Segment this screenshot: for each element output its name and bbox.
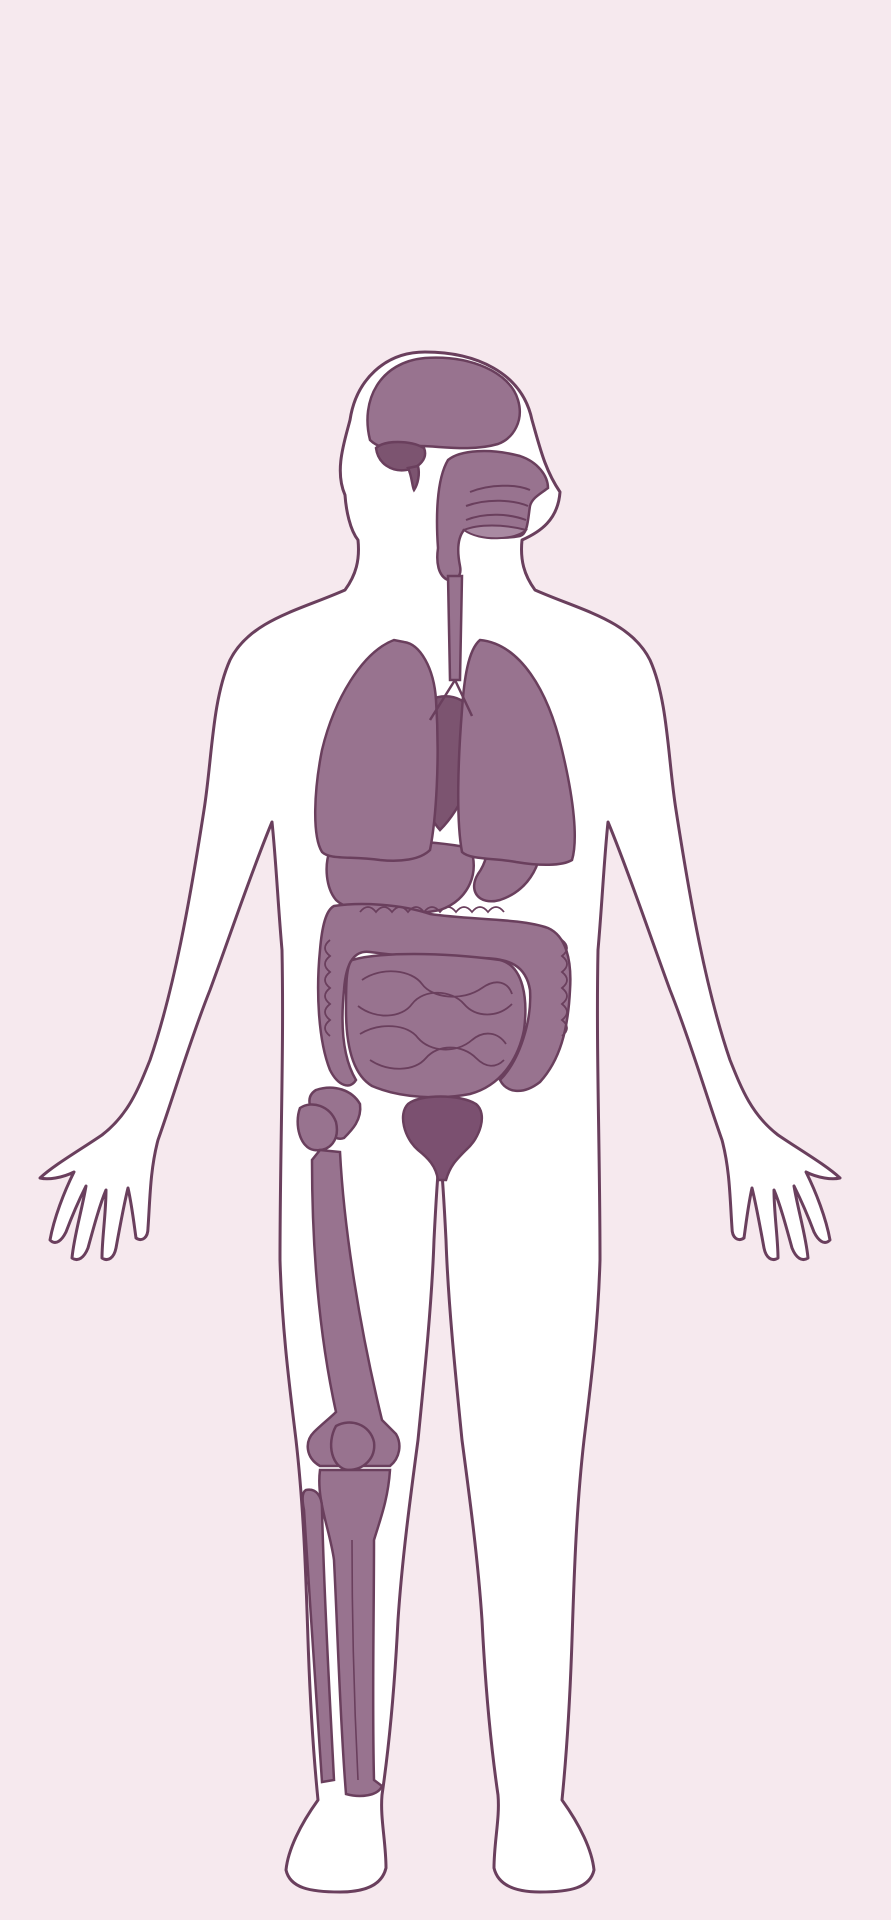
right-lung xyxy=(313,638,439,862)
tongue xyxy=(462,524,528,540)
nasal-oral-cavity xyxy=(435,449,550,582)
colon-haustra xyxy=(324,906,568,1037)
patella xyxy=(329,1421,376,1472)
large-intestine xyxy=(316,902,572,1092)
bladder xyxy=(401,1095,484,1182)
small-intestine xyxy=(344,952,527,1099)
femur-head xyxy=(296,1103,339,1152)
tibia xyxy=(318,1468,392,1798)
cerebellum xyxy=(374,440,427,472)
bronchi xyxy=(428,679,474,721)
nasal-turbinate xyxy=(465,484,531,521)
colon xyxy=(316,902,572,1092)
lungs xyxy=(313,638,576,866)
bladder-body xyxy=(401,1095,484,1182)
brainstem xyxy=(406,464,421,493)
left-lung xyxy=(456,638,576,866)
fibula xyxy=(301,1488,336,1784)
leg-skeleton xyxy=(296,1086,401,1798)
small-intestine-loops xyxy=(357,970,513,1070)
brain xyxy=(366,356,521,493)
trachea xyxy=(446,574,464,682)
trachea-tube xyxy=(446,574,464,682)
small-intestine-mass xyxy=(344,952,527,1099)
femur xyxy=(306,1148,401,1468)
tibia-shaft-line xyxy=(351,1539,359,1781)
